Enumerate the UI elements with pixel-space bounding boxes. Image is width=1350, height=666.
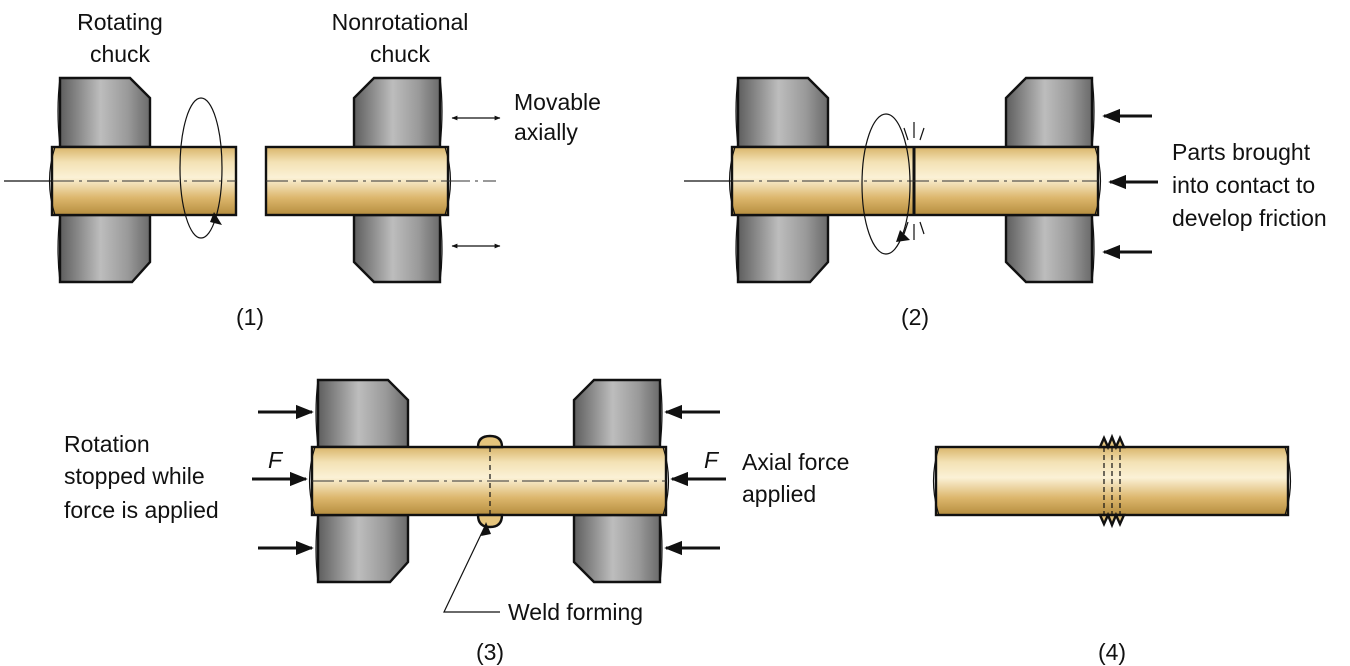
workpiece-2-right-end xyxy=(1094,146,1102,216)
nonrotational-chuck-break-edge xyxy=(439,77,443,283)
step-label-4: (4) xyxy=(1098,639,1126,665)
label-develop-friction: develop friction xyxy=(1172,205,1327,231)
welded-part-left-end xyxy=(932,446,940,516)
label-movable: Movable xyxy=(514,89,601,115)
rotation-arrow-2-head xyxy=(896,230,910,242)
welded-part-right-end xyxy=(1284,446,1292,516)
weld-leader-line xyxy=(443,523,500,613)
weld-flash-final xyxy=(1098,433,1126,529)
rotating-chuck-break-edge xyxy=(57,77,61,283)
rotating-chuck-3-break-edge xyxy=(315,379,319,583)
label-parts-brought: Parts brought xyxy=(1172,139,1311,165)
label-weld-forming: Weld forming xyxy=(508,599,643,625)
rotation-arrow xyxy=(179,97,223,239)
panel-2: Parts brought into contact to develop fr… xyxy=(684,76,1327,330)
rotation-arrow-2 xyxy=(861,113,911,255)
label-nonrotational: Nonrotational xyxy=(332,9,469,35)
panel-4: (4) xyxy=(932,433,1292,665)
step-label-1: (1) xyxy=(236,304,264,330)
label-into-contact: into contact to xyxy=(1172,172,1315,198)
step-label-2: (2) xyxy=(901,304,929,330)
label-force-applied: force is applied xyxy=(64,497,219,523)
panel-1: Rotating chuck Nonrotational chuck Movab… xyxy=(4,9,601,330)
workpiece-3-left-end xyxy=(308,446,316,516)
friction-spark-icon xyxy=(903,122,925,240)
label-rotation: Rotation xyxy=(64,431,150,457)
panel-3: Rotation stopped while force is applied … xyxy=(64,378,849,665)
step-label-3: (3) xyxy=(476,639,504,665)
label-applied: applied xyxy=(742,481,816,507)
workpiece-3-right-end xyxy=(662,446,670,516)
label-nonrotational-chuck: chuck xyxy=(370,41,431,67)
label-rotating: Rotating xyxy=(77,9,163,35)
rotating-chuck-2-break-edge xyxy=(735,77,739,283)
label-force-left: F xyxy=(268,447,284,473)
label-axial-force: Axial force xyxy=(742,449,849,475)
label-axially: axially xyxy=(514,119,578,145)
nonrotational-chuck-2-break-edge xyxy=(1091,77,1095,283)
weld-leader-arrowhead xyxy=(481,522,491,536)
rotation-arrow-head xyxy=(210,212,222,225)
weld-flash xyxy=(476,434,504,529)
label-rotating-chuck: chuck xyxy=(90,41,151,67)
label-stopped-while: stopped while xyxy=(64,463,205,489)
nonrotational-chuck-3-break-edge xyxy=(659,379,663,583)
label-force-right: F xyxy=(704,447,720,473)
